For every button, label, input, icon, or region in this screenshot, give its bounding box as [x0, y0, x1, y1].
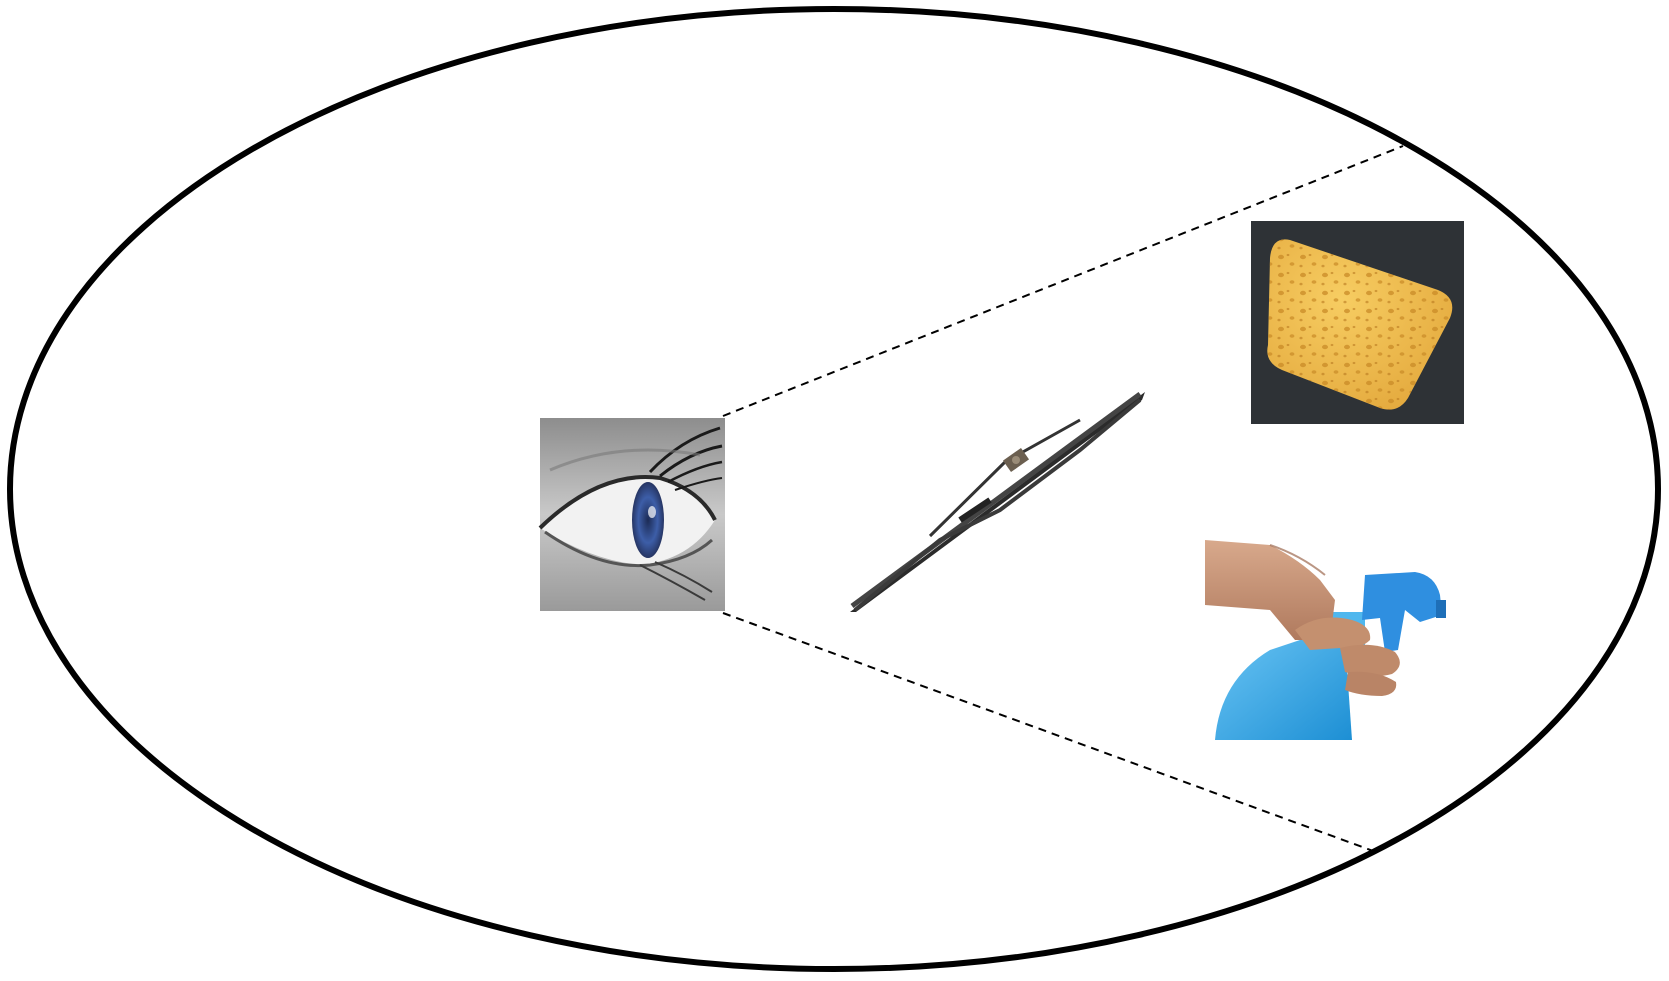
spray-bottle-icon [1205, 540, 1510, 740]
eye-icon [540, 418, 725, 611]
wiper-blade-icon [850, 392, 1145, 612]
sponge-icon [1251, 221, 1464, 424]
boundary-ellipse [10, 9, 1658, 969]
